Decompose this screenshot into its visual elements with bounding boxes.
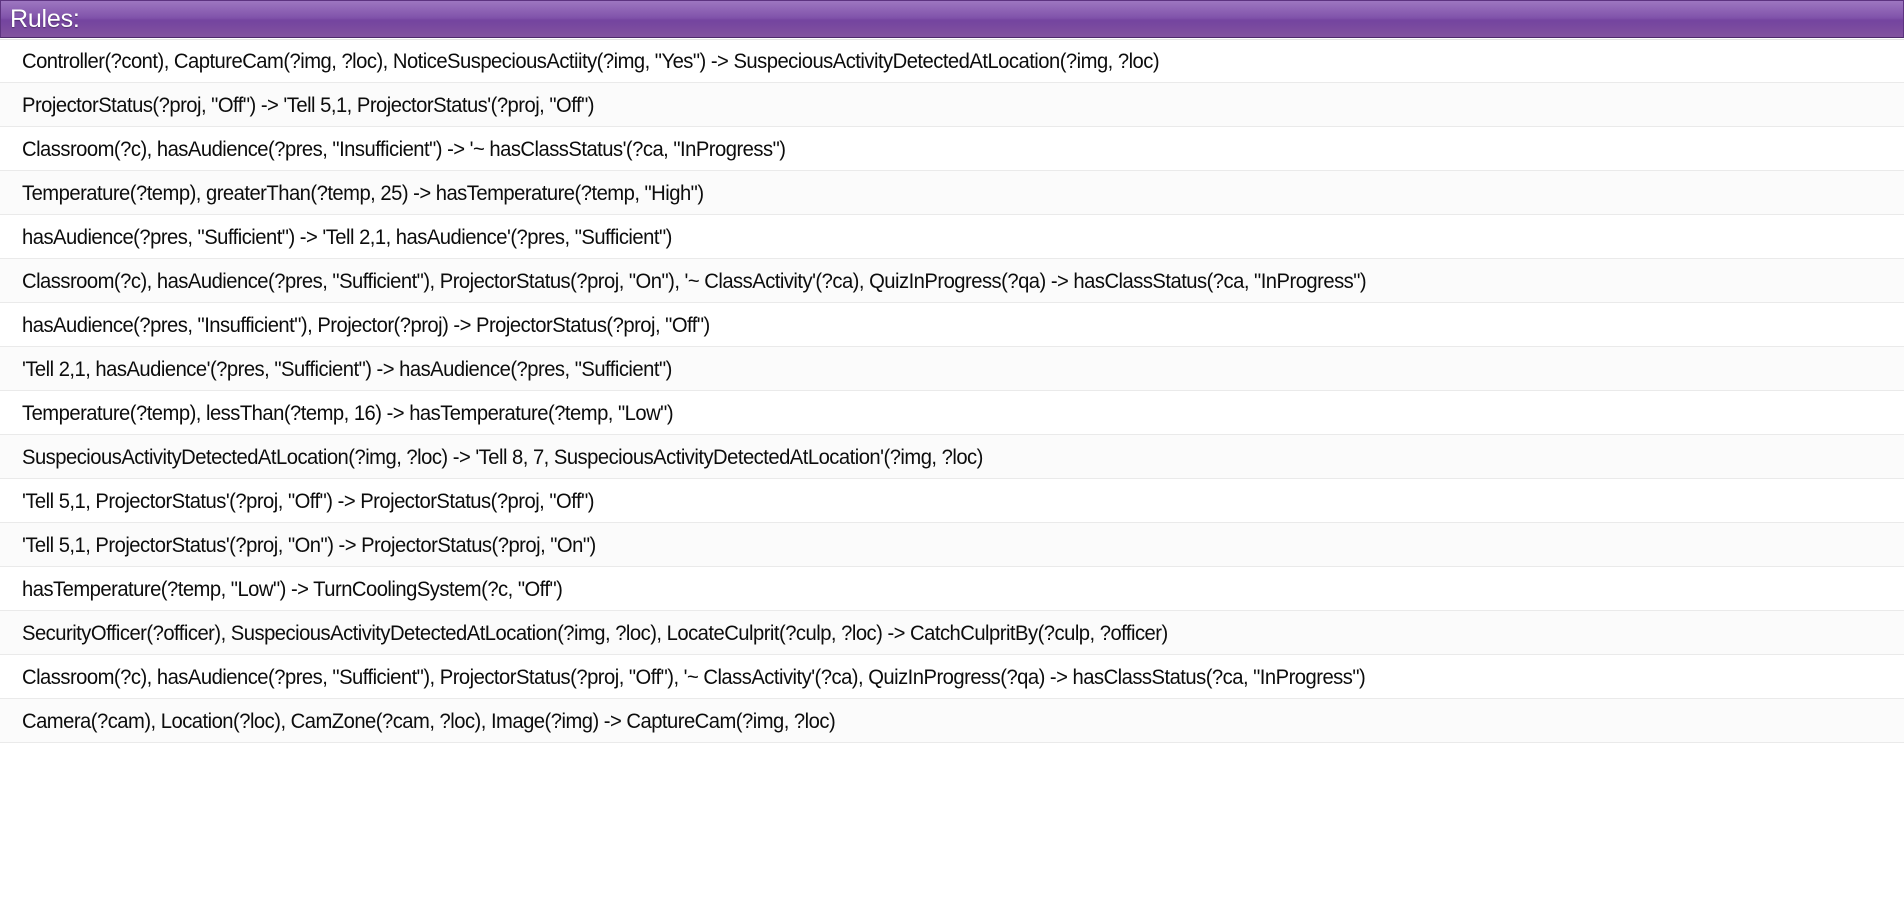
rule-text: ProjectorStatus(?proj, "Off") -> 'Tell 5…	[22, 92, 594, 117]
rule-text: Controller(?cont), CaptureCam(?img, ?loc…	[22, 49, 1160, 73]
rule-text: Camera(?cam), Location(?loc), CamZone(?c…	[22, 708, 836, 733]
rule-row[interactable]: SecurityOfficer(?officer), SuspeciousAct…	[0, 611, 1904, 655]
rule-text: hasTemperature(?temp, "Low") -> TurnCool…	[22, 576, 563, 601]
rule-text: Classroom(?c), hasAudience(?pres, "Suffi…	[22, 268, 1367, 293]
rule-row[interactable]: Camera(?cam), Location(?loc), CamZone(?c…	[0, 699, 1904, 743]
rule-row[interactable]: SuspeciousActivityDetectedAtLocation(?im…	[0, 435, 1904, 479]
rule-row[interactable]: Classroom(?c), hasAudience(?pres, "Insuf…	[0, 127, 1904, 171]
rule-text: Temperature(?temp), greaterThan(?temp, 2…	[22, 180, 704, 205]
rule-text: 'Tell 5,1, ProjectorStatus'(?proj, "On")…	[22, 532, 596, 557]
rule-row[interactable]: hasAudience(?pres, "Insufficient"), Proj…	[0, 303, 1904, 347]
rule-row[interactable]: Classroom(?c), hasAudience(?pres, "Suffi…	[0, 655, 1904, 699]
rule-text: Classroom(?c), hasAudience(?pres, "Suffi…	[22, 664, 1366, 689]
rule-row[interactable]: 'Tell 5,1, ProjectorStatus'(?proj, "On")…	[0, 523, 1904, 567]
rule-row[interactable]: 'Tell 2,1, hasAudience'(?pres, "Sufficie…	[0, 347, 1904, 391]
rule-text: hasAudience(?pres, "Insufficient"), Proj…	[22, 312, 710, 337]
rules-list[interactable]: Controller(?cont), CaptureCam(?img, ?loc…	[0, 38, 1904, 899]
rule-row[interactable]: ProjectorStatus(?proj, "Off") -> 'Tell 5…	[0, 83, 1904, 127]
rule-row[interactable]: 'Tell 5,1, ProjectorStatus'(?proj, "Off"…	[0, 479, 1904, 523]
rule-row[interactable]: Classroom(?c), hasAudience(?pres, "Suffi…	[0, 259, 1904, 303]
rule-text: SuspeciousActivityDetectedAtLocation(?im…	[22, 444, 983, 469]
rule-text: hasAudience(?pres, "Sufficient") -> 'Tel…	[22, 224, 672, 249]
rule-row[interactable]: hasTemperature(?temp, "Low") -> TurnCool…	[0, 567, 1904, 611]
rules-panel-header: Rules:	[0, 0, 1904, 38]
rule-text: SecurityOfficer(?officer), SuspeciousAct…	[22, 620, 1168, 645]
rule-text: Classroom(?c), hasAudience(?pres, "Insuf…	[22, 136, 786, 161]
rule-row[interactable]: Controller(?cont), CaptureCam(?img, ?loc…	[0, 39, 1904, 83]
rule-text: 'Tell 2,1, hasAudience'(?pres, "Sufficie…	[22, 356, 672, 381]
rule-row[interactable]: Temperature(?temp), lessThan(?temp, 16) …	[0, 391, 1904, 435]
rule-text: Temperature(?temp), lessThan(?temp, 16) …	[22, 400, 674, 425]
rule-row[interactable]: hasAudience(?pres, "Sufficient") -> 'Tel…	[0, 215, 1904, 259]
rule-row[interactable]: Temperature(?temp), greaterThan(?temp, 2…	[0, 171, 1904, 215]
rule-text: 'Tell 5,1, ProjectorStatus'(?proj, "Off"…	[22, 488, 594, 513]
page-title: Rules:	[10, 4, 80, 33]
